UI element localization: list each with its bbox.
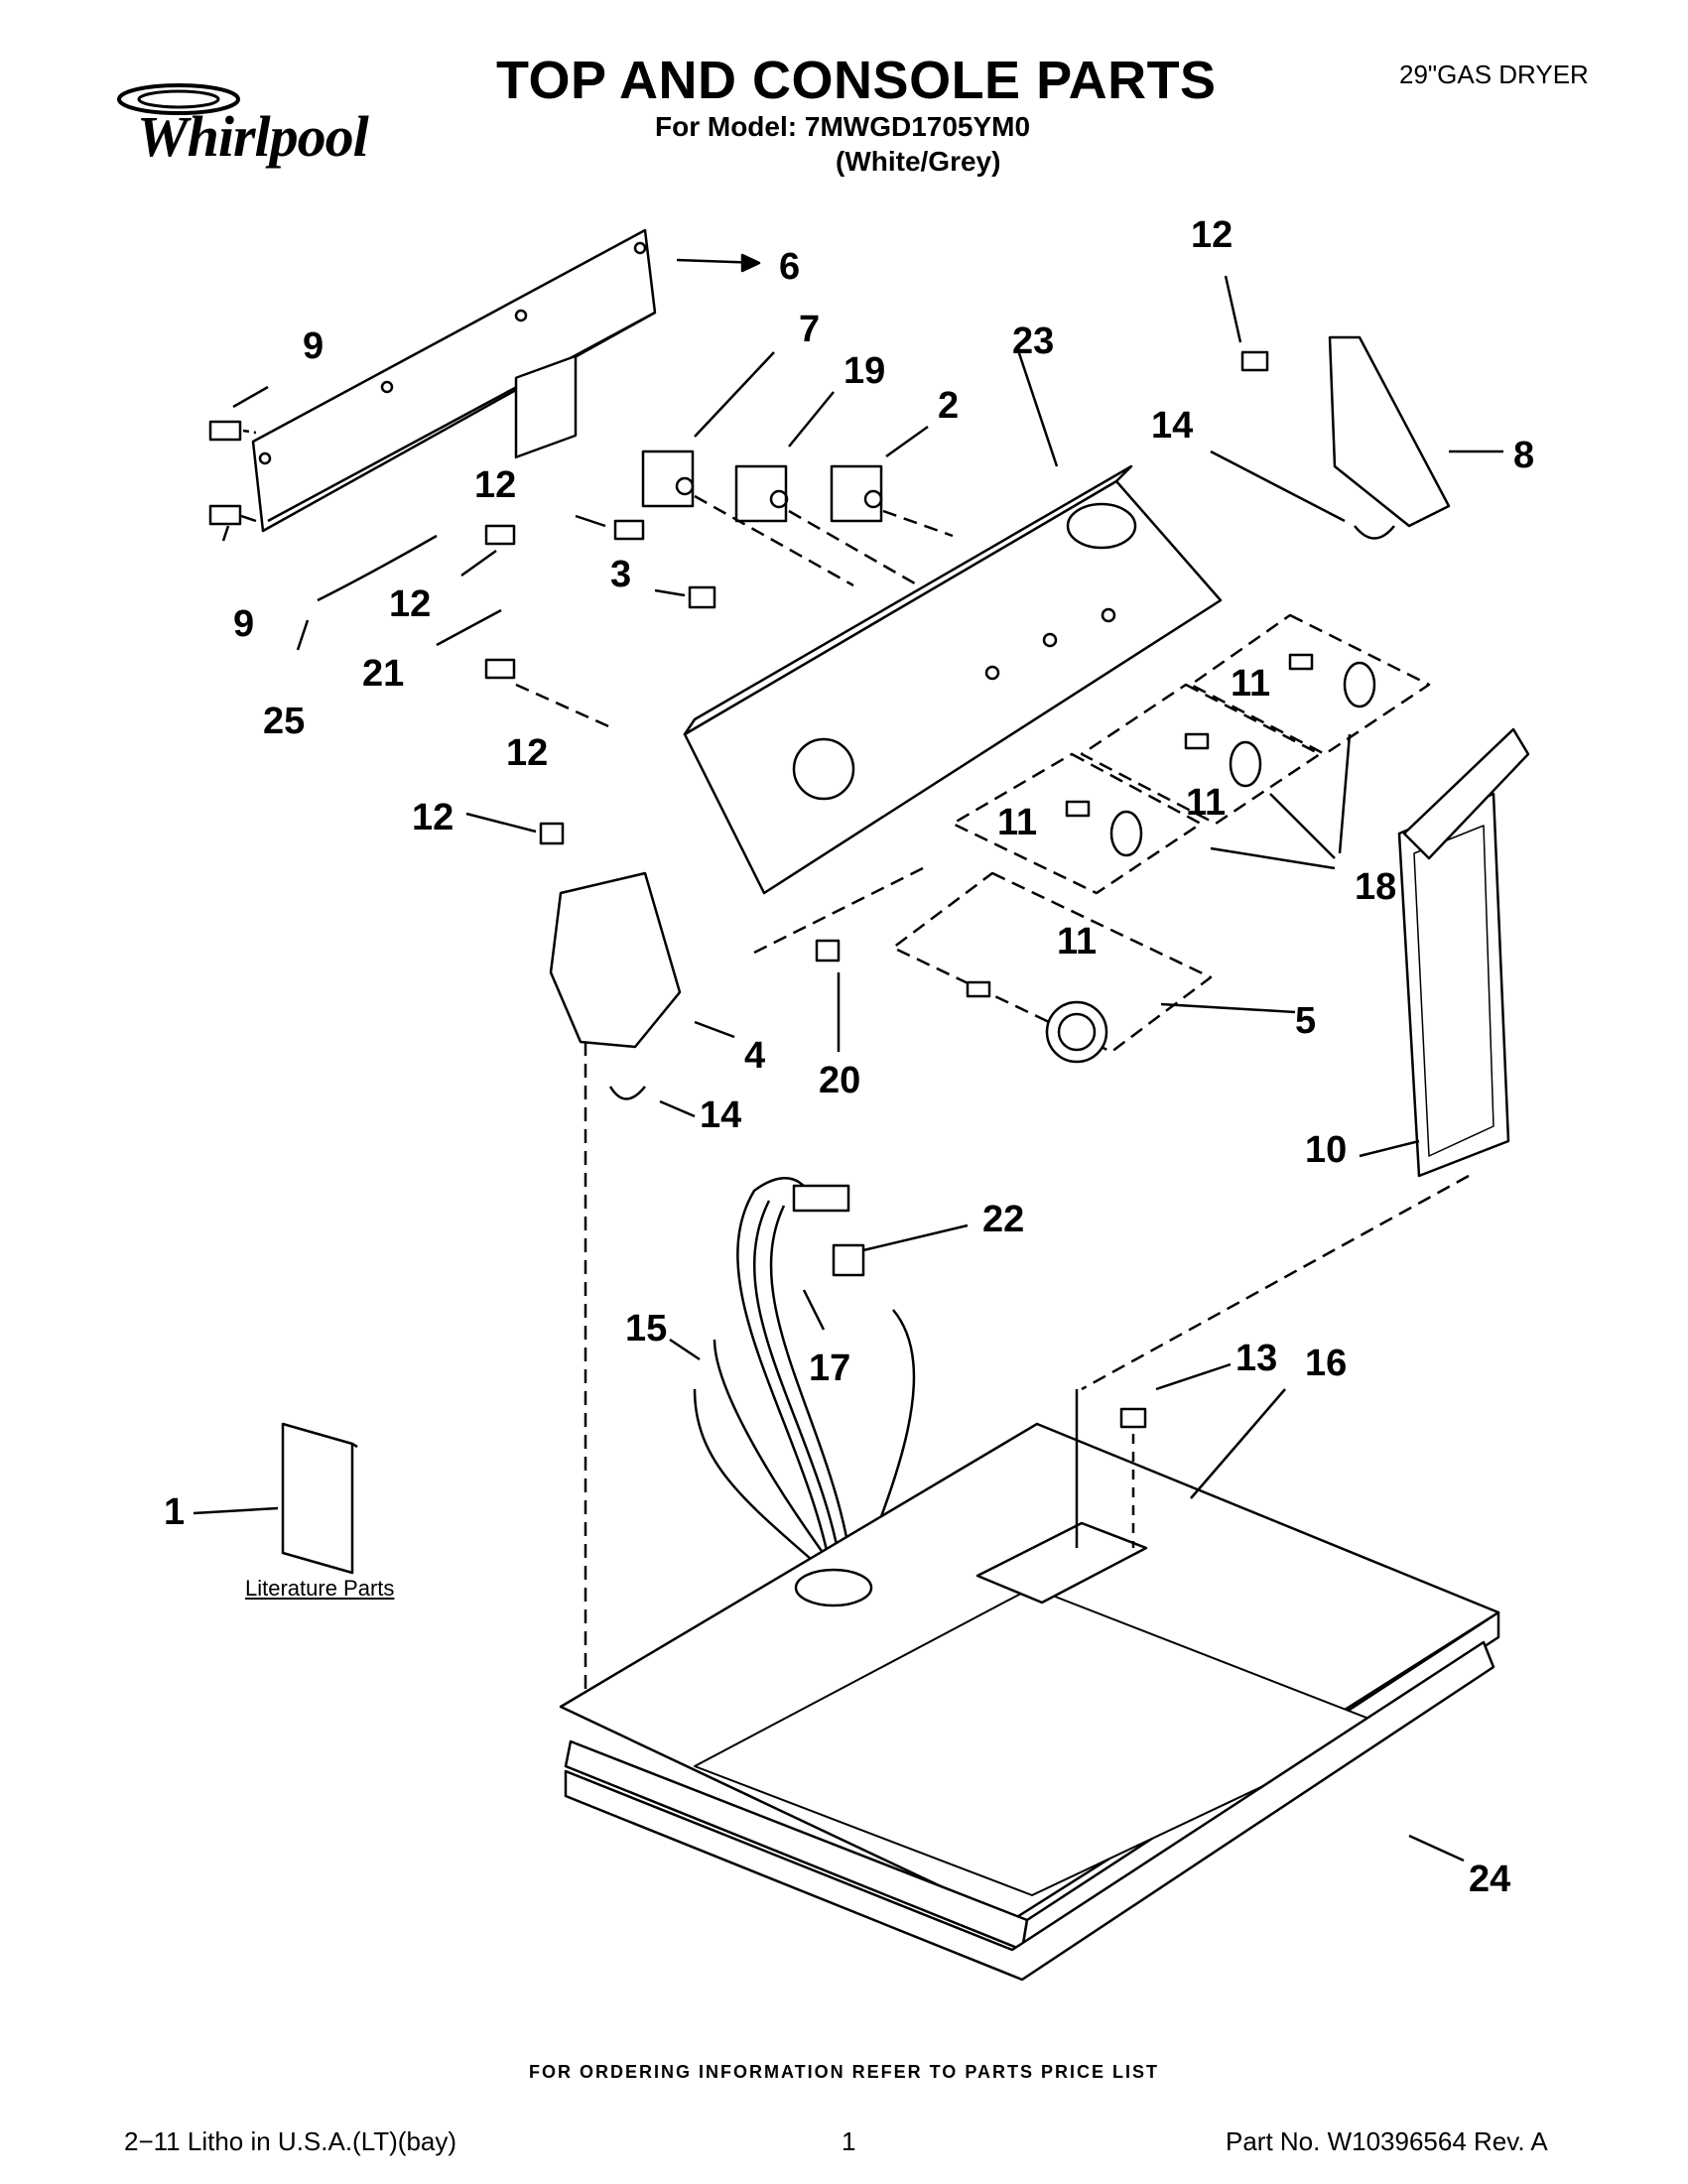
callout-18: 18 [1355,866,1397,908]
ordering-info: FOR ORDERING INFORMATION REFER TO PARTS … [528,2062,1159,2082]
callout-5: 5 [1295,1000,1317,1042]
callout-4: 4 [744,1035,766,1077]
callout-19: 19 [844,350,886,392]
callout-12: 12 [1191,214,1234,256]
part-16-top-panel [559,1362,1500,1952]
part-4-cover [549,871,735,1692]
callout-22: 22 [982,1199,1025,1240]
callout-24: 24 [1469,1859,1511,1900]
callout-14: 14 [1151,405,1194,447]
callout-20: 20 [819,1060,861,1101]
callout-7: 7 [799,309,821,350]
part-10-lint-screen [1081,727,1530,1391]
part-12-screw-left [465,812,841,1052]
part-22-harness [669,1177,969,1589]
callout-8: 8 [1513,435,1535,476]
litho-info: 2−11 Litho in U.S.A.(LT)(bay) [124,2126,457,2156]
part-9-screws [208,385,269,542]
callout-11: 11 [997,802,1038,843]
callout-15: 15 [625,1308,668,1349]
part-number: Part No. W10396564 Rev. A [1226,2126,1548,2156]
callout-21: 21 [362,653,405,695]
callout-12: 12 [389,583,432,625]
part-23-console [683,346,1223,895]
callout-25: 25 [263,701,306,742]
callout-11: 11 [1057,921,1098,963]
callout-6: 6 [779,246,801,288]
part-21-timer [296,354,716,731]
knob-groups [753,613,1431,1054]
model-line: For Model: 7MWGD1705YM0 [655,111,1031,142]
callout-9: 9 [303,325,325,367]
callout-9: 9 [233,603,255,645]
callout-2: 2 [938,385,960,427]
callout-23: 23 [1012,321,1055,362]
callout-16: 16 [1305,1343,1348,1384]
page-number: 1 [842,2126,856,2156]
part-8-bracket [1210,275,1503,540]
whirlpool-logo [109,77,288,142]
part-1-literature [193,1422,358,1575]
callout-1: 1 [164,1491,186,1533]
switch-parts [641,351,954,607]
callout-3: 3 [610,554,632,595]
product-type: 29"GAS DRYER [1399,60,1589,89]
callout-17: 17 [809,1348,851,1389]
part-6-bracket [251,228,761,533]
brand-name: Whirlpool [137,104,369,169]
callout-12: 12 [474,464,517,506]
knobs [966,653,1376,1064]
callout-11: 11 [1231,663,1271,705]
callout-14: 14 [700,1094,742,1136]
part-24-gasket [564,1640,1495,1982]
literature-parts-label: Literature Parts [245,1576,395,1601]
page-title: TOP AND CONSOLE PARTS [496,51,1217,110]
color-line: (White/Grey) [836,146,1001,177]
callout-12: 12 [412,797,454,838]
callout-13: 13 [1235,1338,1278,1379]
callout-11: 11 [1186,782,1227,824]
callout-12: 12 [506,732,549,774]
callout-10: 10 [1305,1129,1348,1171]
